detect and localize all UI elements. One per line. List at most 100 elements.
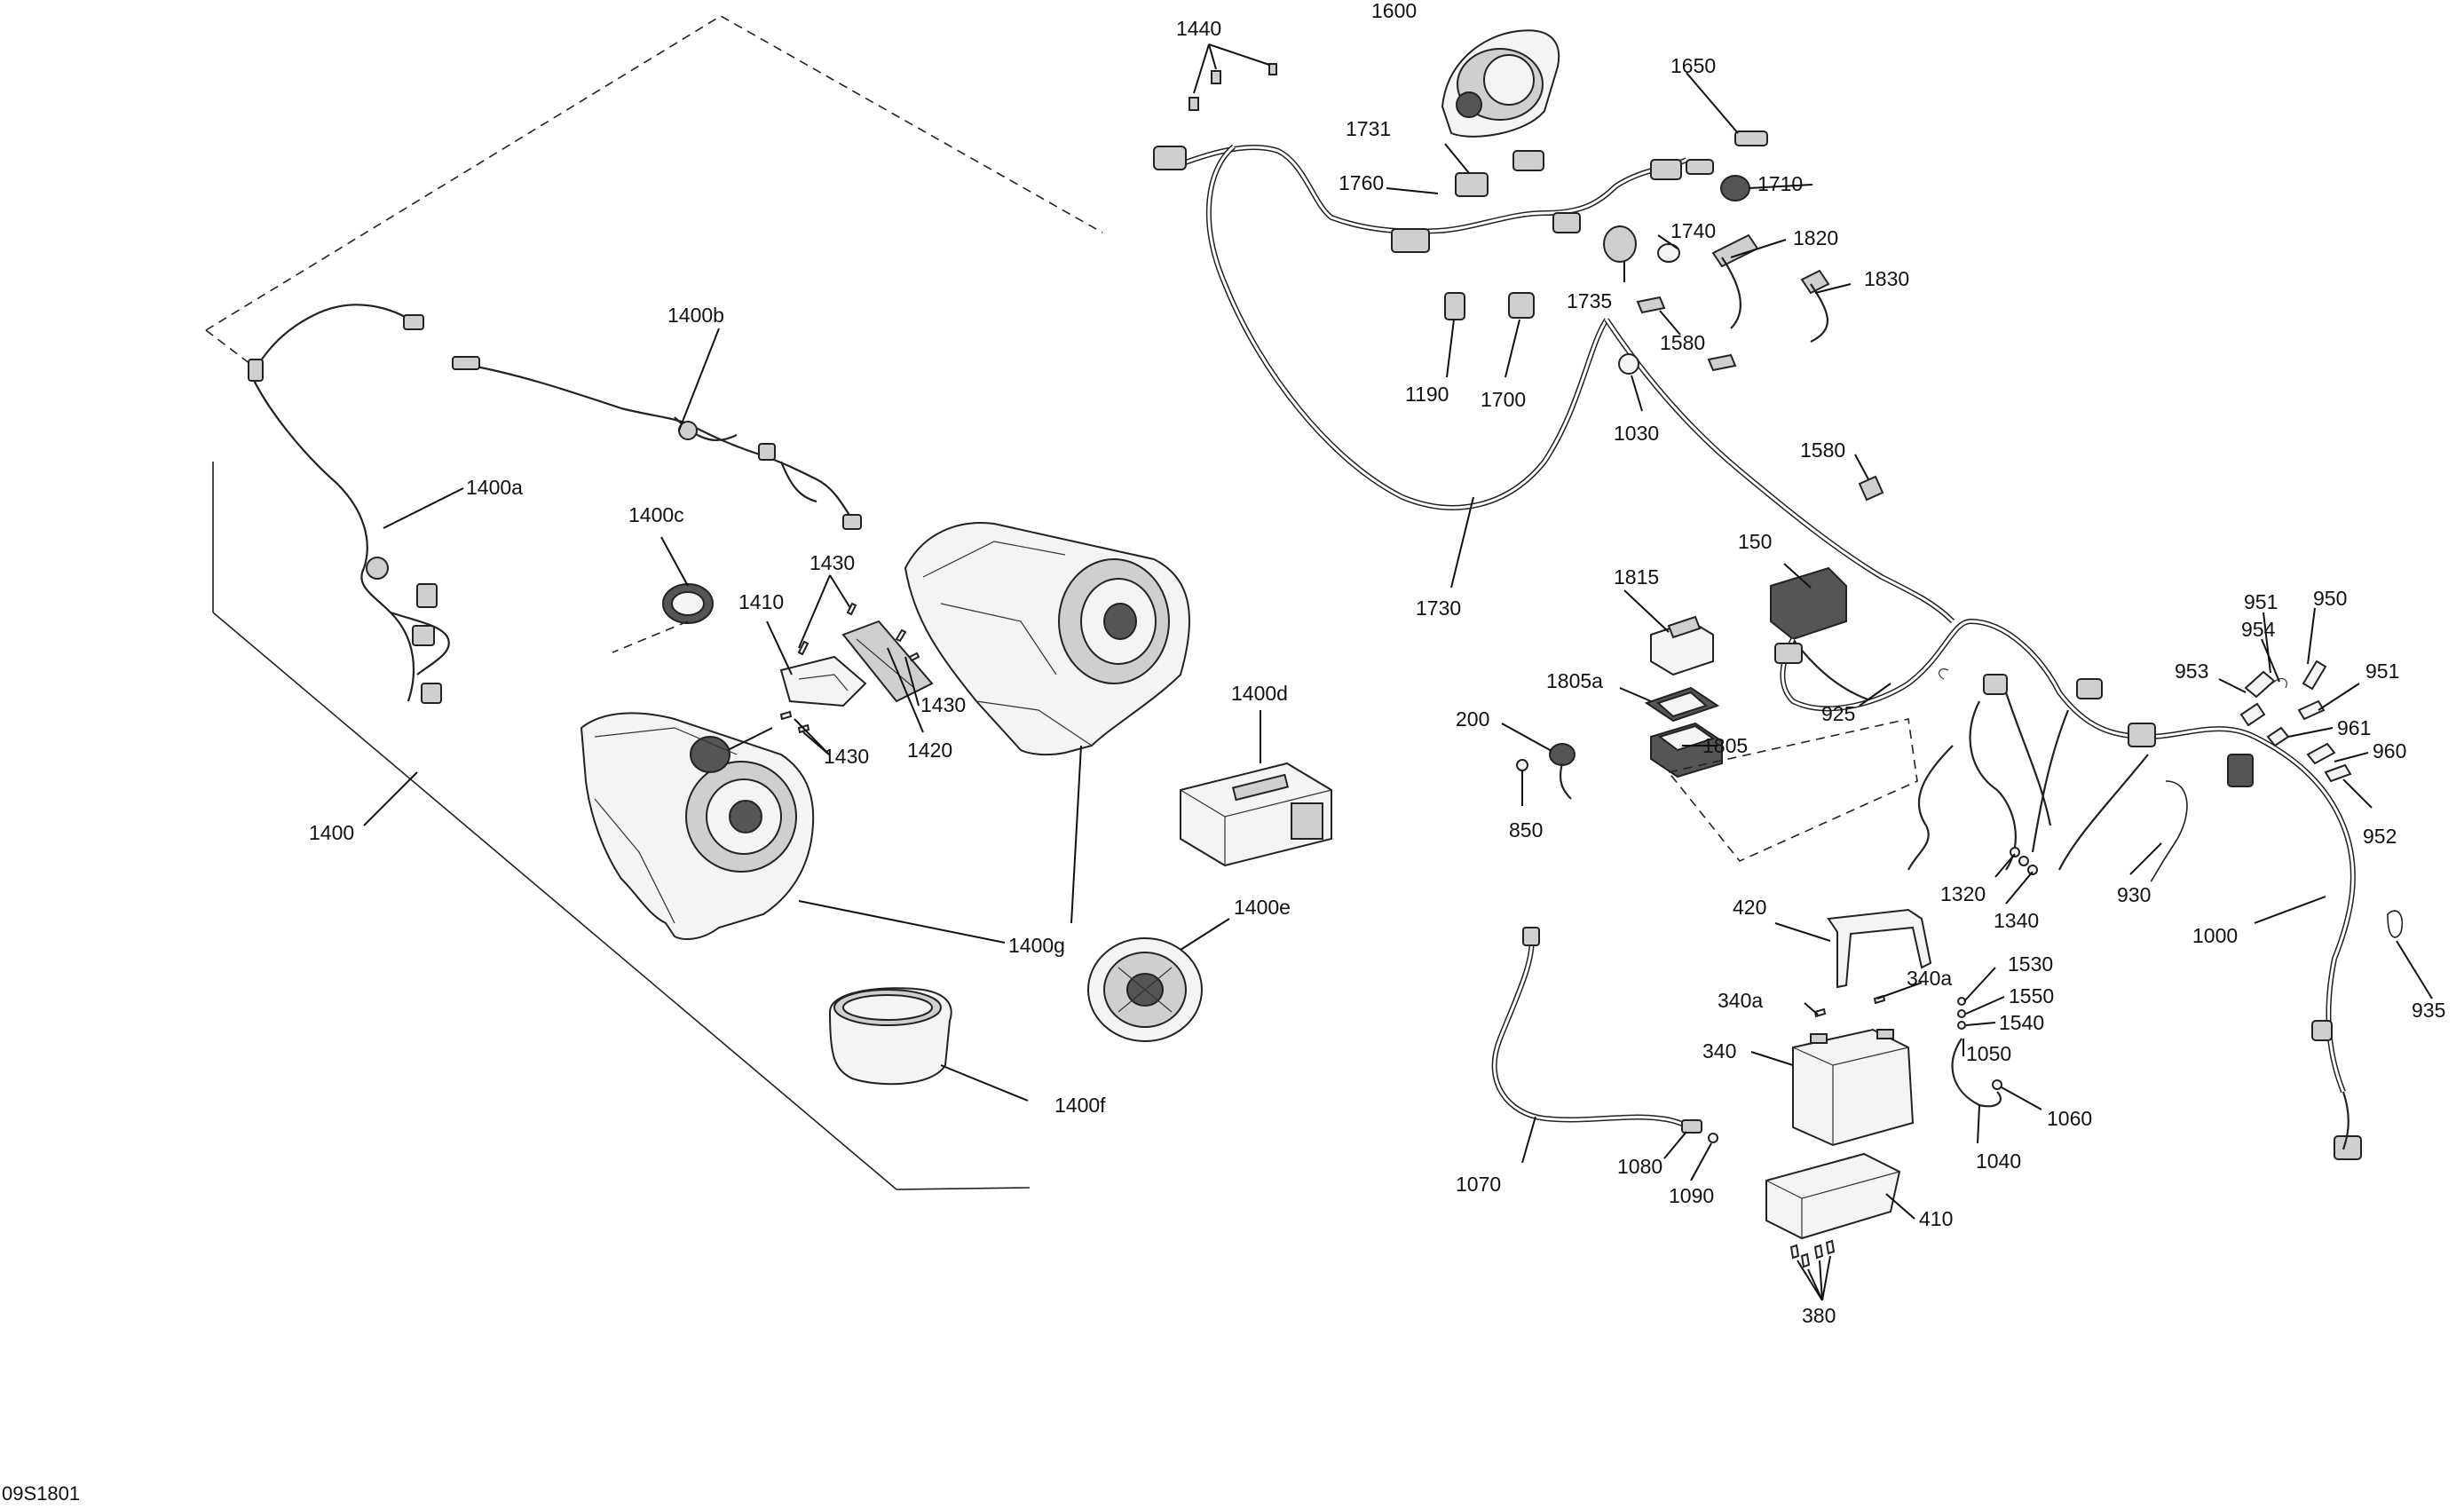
connector-1650 — [1734, 130, 1768, 146]
clip-1580a — [1636, 296, 1666, 314]
speaker-housing-lower — [580, 712, 815, 940]
clip-1580a-2 — [1707, 353, 1737, 372]
callout-340a-right: 340a — [1907, 967, 1952, 990]
callout-1440: 1440 — [1176, 17, 1221, 40]
callout-380: 380 — [1802, 1304, 1836, 1327]
callout-340: 340 — [1702, 1039, 1736, 1063]
relay-1700 — [1508, 292, 1535, 319]
screws-1430 — [779, 602, 920, 734]
callout-1400e: 1400e — [1234, 896, 1291, 919]
bolt-850 — [1516, 759, 1528, 771]
switch-1735 — [1603, 225, 1637, 263]
amplifier-1400d — [1180, 762, 1332, 867]
callout-1540: 1540 — [1999, 1011, 2044, 1034]
connector-icon — [2334, 1135, 2362, 1160]
harness-right — [1667, 618, 2362, 1160]
coil-cord-1830 — [1800, 269, 1830, 295]
connector-icon — [1686, 159, 1714, 175]
callout-410: 410 — [1919, 1207, 1953, 1230]
coil-wire-1820 — [1721, 257, 1741, 329]
bolts-1320-1340 — [2010, 847, 2038, 875]
callout-935: 935 — [2412, 999, 2445, 1022]
callout-1760: 1760 — [1339, 171, 1384, 194]
relay-box-1805 — [1650, 722, 1723, 778]
cable-ties-950 — [1938, 660, 2352, 783]
connector-icon — [1650, 159, 1682, 180]
screw-icon — [1211, 70, 1221, 84]
callout-1430-top: 1430 — [809, 551, 855, 574]
callout-950: 950 — [2313, 587, 2347, 610]
callout-1030: 1030 — [1614, 422, 1659, 445]
connector-icon — [1512, 150, 1544, 171]
callout-1550: 1550 — [2009, 984, 2054, 1007]
callout-1400g: 1400g — [1008, 934, 1065, 957]
callout-1400: 1400 — [309, 821, 354, 844]
callout-1430-right: 1430 — [920, 693, 966, 716]
callout-954: 954 — [2241, 618, 2276, 641]
callout-1580-top: 1580 — [1660, 331, 1705, 354]
connector-icon — [452, 356, 480, 370]
callout-1400c: 1400c — [628, 503, 684, 526]
bracket-1410 — [779, 655, 867, 707]
speaker-1400e — [1087, 937, 1203, 1042]
connector-icon — [421, 683, 442, 704]
callout-1090: 1090 — [1669, 1184, 1714, 1207]
callout-1000: 1000 — [2192, 924, 2238, 947]
connector-icon — [758, 443, 776, 461]
callout-1410: 1410 — [738, 590, 784, 613]
callout-1530: 1530 — [2008, 952, 2053, 976]
callout-420: 420 — [1733, 896, 1766, 919]
connector-icon — [1391, 228, 1430, 253]
callout-1731: 1731 — [1346, 117, 1391, 140]
callout-1735: 1735 — [1567, 289, 1612, 312]
callout-930: 930 — [2117, 883, 2151, 906]
speaker-grille-1400f — [828, 987, 952, 1086]
callout-200: 200 — [1456, 707, 1489, 731]
connector-icon — [842, 514, 862, 530]
connector-icon — [248, 359, 264, 382]
callout-1420: 1420 — [907, 739, 952, 762]
screw-icon — [1268, 63, 1277, 75]
callout-1400d: 1400d — [1231, 682, 1288, 705]
callout-1710: 1710 — [1757, 172, 1803, 195]
instrument-cluster-1600 — [1441, 29, 1560, 138]
grommet-1710 — [1720, 175, 1750, 201]
callout-1580-mid: 1580 — [1800, 438, 1845, 462]
wiring-harness-1400a — [248, 304, 450, 704]
callout-1600: 1600 — [1371, 0, 1417, 22]
screw-icon — [1189, 97, 1199, 111]
connector-icon — [1983, 674, 2008, 695]
speaker-housing-upper — [904, 522, 1190, 756]
callout-1340: 1340 — [1994, 909, 2039, 932]
connector-1190 — [1444, 292, 1465, 320]
connector-icon — [2227, 754, 2254, 787]
wire-loop-935 — [2387, 910, 2404, 938]
callout-1820: 1820 — [1793, 226, 1838, 249]
callout-340a-left: 340a — [1718, 989, 1763, 1012]
callout-1040: 1040 — [1976, 1150, 2021, 1173]
callout-150: 150 — [1738, 530, 1772, 553]
battery-strap-420 — [1827, 908, 1932, 989]
callout-1730: 1730 — [1416, 596, 1461, 620]
callout-1070: 1070 — [1456, 1173, 1501, 1196]
callout-1190: 1190 — [1405, 383, 1449, 406]
callout-1740: 1740 — [1670, 219, 1716, 242]
connector-icon — [412, 625, 435, 646]
callout-1400b: 1400b — [667, 304, 724, 327]
speaker-1400c — [612, 583, 714, 653]
callout-953: 953 — [2175, 660, 2208, 683]
clip-1580b — [1858, 475, 1884, 502]
gasket-1805a — [1644, 686, 1720, 723]
connector-icon — [1455, 172, 1489, 197]
connector-icon — [416, 583, 438, 608]
callout-925: 925 — [1821, 702, 1855, 725]
bracket-1420 — [841, 620, 934, 703]
callout-1815: 1815 — [1614, 565, 1659, 589]
callout-961: 961 — [2337, 716, 2371, 739]
regulator-150 — [1770, 566, 1874, 703]
fuse-1030 — [1618, 353, 1639, 375]
wire-loop-930 — [2151, 780, 2188, 882]
callout-951-right: 951 — [2365, 660, 2399, 683]
